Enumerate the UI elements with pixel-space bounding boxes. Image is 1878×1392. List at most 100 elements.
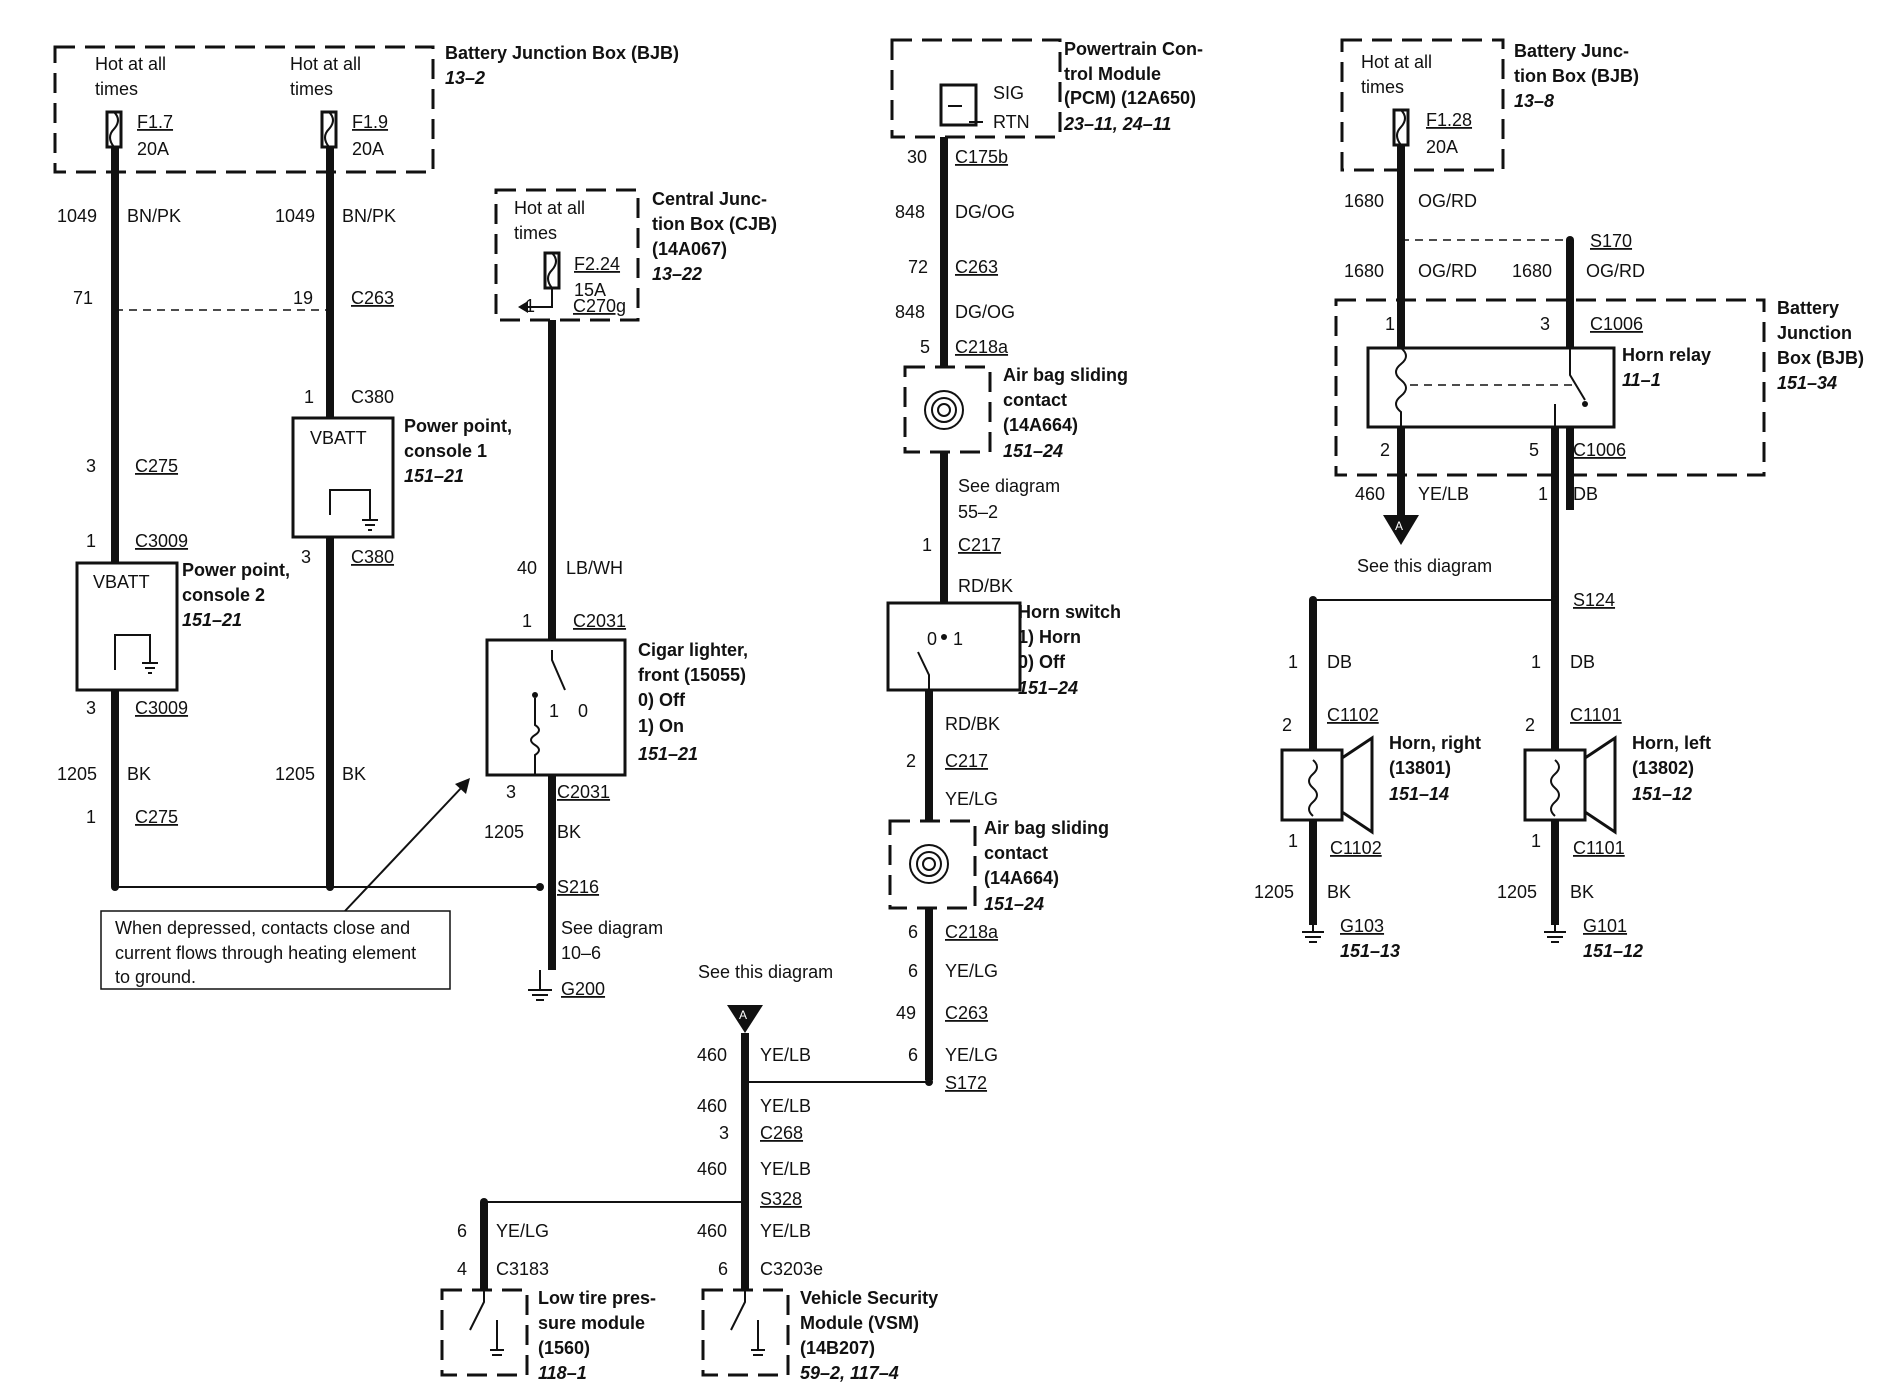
connector-a-label: A — [739, 1008, 747, 1022]
pin-number: 3 — [1540, 314, 1550, 334]
switch-option: 1) Horn — [1018, 627, 1081, 647]
switch-option: 1) On — [638, 716, 684, 736]
component-title: Powertrain Con- — [1064, 39, 1203, 59]
wire-color: YE/LG — [945, 789, 998, 809]
splice-label: S328 — [760, 1189, 802, 1209]
connector-label: C175b — [955, 147, 1008, 167]
component-title: (13802) — [1632, 758, 1694, 778]
connector-label: C217 — [945, 751, 988, 771]
component-ref: 151–21 — [182, 610, 242, 630]
wire-color: DB — [1327, 652, 1352, 672]
vehicle-security-module: Vehicle Security Module (VSM) (14B207) 5… — [701, 1288, 938, 1383]
connector-label: C3009 — [135, 698, 188, 718]
pin-number: 5 — [920, 337, 930, 357]
wire-color: BK — [1327, 882, 1351, 902]
ground-label: G103 — [1340, 916, 1384, 936]
pin-number: 71 — [73, 288, 93, 308]
pin-number: 30 — [907, 147, 927, 167]
wire-color: DG/OG — [955, 202, 1015, 222]
fuse-amps: 20A — [137, 139, 169, 159]
switch-pos: 1 — [549, 701, 559, 721]
ground-label: G101 — [1583, 916, 1627, 936]
component-ref: 151–21 — [404, 466, 464, 486]
connector-label: C275 — [135, 456, 178, 476]
component-title: Central Junc- — [652, 189, 767, 209]
ground-ref: 151–12 — [1583, 941, 1643, 961]
battery-junction-box-left: Hot at all times Hot at all times F1.7 2… — [53, 43, 679, 174]
connector-label: C263 — [351, 288, 394, 308]
component-title: sure module — [538, 1313, 645, 1333]
circuit-number: 848 — [895, 202, 925, 222]
fuse-icon — [105, 110, 123, 149]
component-ref: 151–14 — [1389, 784, 1449, 804]
pin-number: 72 — [908, 257, 928, 277]
pcm-module: SIG RTN Powertrain Con- trol Module (PCM… — [890, 38, 1203, 139]
hot-label: Hot at all — [514, 198, 585, 218]
component-title: Horn, left — [1632, 733, 1711, 753]
pin-number: 6 — [457, 1221, 467, 1241]
component-ref: 118–1 — [538, 1363, 587, 1383]
pin-number: 2 — [1380, 440, 1390, 460]
component-title: Cigar lighter, — [638, 640, 748, 660]
component-title: Air bag sliding — [1003, 365, 1128, 385]
pin-number: 1 — [1531, 831, 1541, 851]
circuit-number: 848 — [895, 302, 925, 322]
pin-number: 1 — [525, 296, 535, 316]
bottom-wires: A See this diagram 460 YE/LB 460 YE/LB 3… — [457, 962, 933, 1290]
circuit-number: 460 — [697, 1096, 727, 1116]
wire-color: BN/PK — [342, 206, 396, 226]
circuit-number: 1680 — [1344, 261, 1384, 281]
note-text: When depressed, contacts close and — [115, 918, 410, 938]
connector-label: C1006 — [1590, 314, 1643, 334]
component-ref: 151–24 — [984, 894, 1044, 914]
connector-label: C263 — [945, 1003, 988, 1023]
component-ref: 151–34 — [1777, 373, 1837, 393]
fuse-icon — [1392, 108, 1410, 147]
connector-label: C1101 — [1573, 838, 1625, 858]
connector-label: C3203e — [760, 1259, 823, 1279]
component-title: Junction — [1777, 323, 1852, 343]
component-ref: 59–2, 117–4 — [800, 1363, 899, 1383]
switch-option: 0) Off — [1018, 652, 1066, 672]
component-title: trol Module — [1064, 64, 1161, 84]
wire-color: OG/RD — [1418, 261, 1477, 281]
horn-left: Horn, left (13802) 151–12 — [1523, 733, 1711, 835]
central-junction-box: Hot at all times F2.24 15A Central Junc-… — [494, 188, 777, 322]
see-diagram: See diagram — [958, 476, 1060, 496]
component-ref: 13–22 — [652, 264, 702, 284]
connector-label: C2031 — [557, 782, 610, 802]
component-title: Horn, right — [1389, 733, 1481, 753]
component-ref: 151–21 — [638, 744, 698, 764]
note-text: current flows through heating element — [115, 943, 416, 963]
airbag-sliding-contact-1: Air bag sliding contact (14A664) 151–24 — [903, 365, 1128, 461]
wire-color: RD/BK — [958, 576, 1013, 596]
pin-number: 5 — [1529, 440, 1539, 460]
wire-color: BK — [127, 764, 151, 784]
component-title: (1560) — [538, 1338, 590, 1358]
pin-number: 1 — [1288, 652, 1298, 672]
component-title: tion Box (BJB) — [1514, 66, 1639, 86]
pin-number: 1 — [1531, 652, 1541, 672]
circuit-number: 460 — [1355, 484, 1385, 504]
circuit-number: 1205 — [484, 822, 524, 842]
component-title: Module (VSM) — [800, 1313, 919, 1333]
circuit-number: 1205 — [1497, 882, 1537, 902]
component-ref: 13–8 — [1514, 91, 1554, 111]
connector-label: C1102 — [1327, 705, 1379, 725]
circuit-number: 460 — [697, 1221, 727, 1241]
component-title: Battery Junc- — [1514, 41, 1629, 61]
wire-color: YE/LB — [760, 1045, 811, 1065]
connector-label: C268 — [760, 1123, 803, 1143]
wire-color: DB — [1570, 652, 1595, 672]
battery-junction-box-right: Hot at all times F1.28 20A Battery Junc-… — [1340, 38, 1639, 172]
switch-pos: 0 — [578, 701, 588, 721]
pin-number: 6 — [908, 922, 918, 942]
power-point-console-1: VBATT Power point, console 1 151–21 — [291, 416, 512, 539]
wire-color: BK — [1570, 882, 1594, 902]
component-title: Power point, — [404, 416, 512, 436]
horn-output-wires: A 460 YE/LB See this diagram 1 DB S124 1… — [1254, 427, 1643, 961]
pin-number: 1 — [86, 531, 96, 551]
left-wires: 1049 BN/PK 1049 BN/PK 71 19 C263 1 C380 … — [57, 147, 540, 891]
hot-label: Hot at all — [290, 54, 361, 74]
